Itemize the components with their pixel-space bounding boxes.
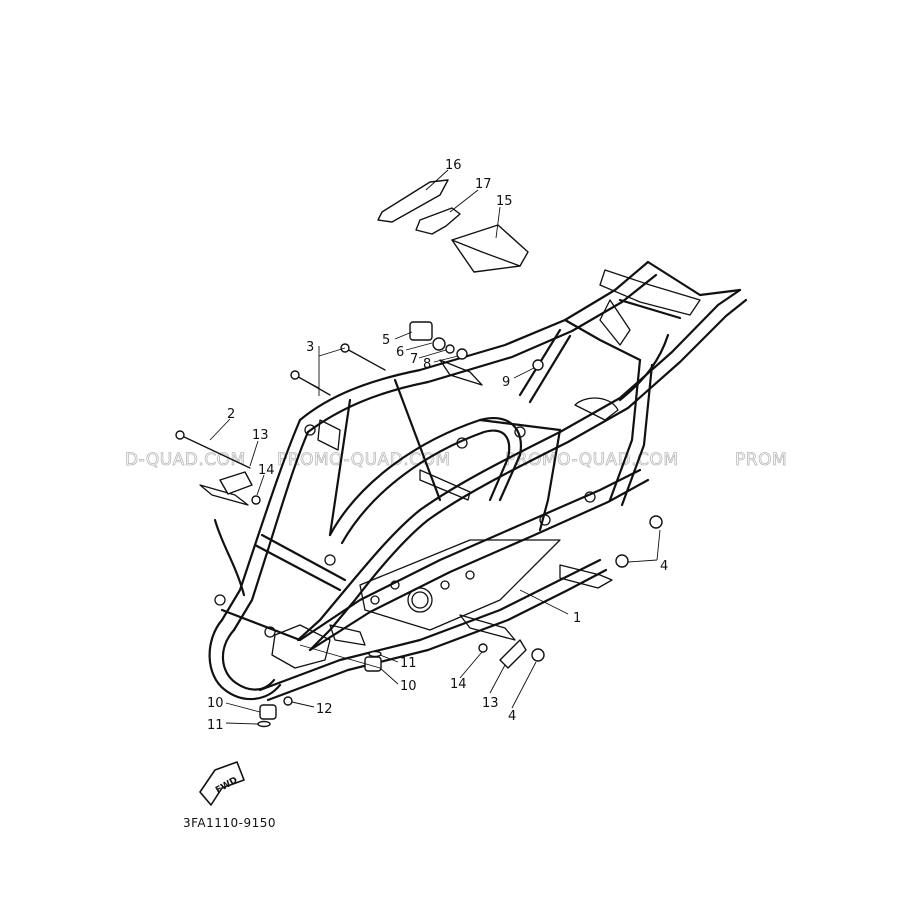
watermark-text: PROM <box>735 450 787 470</box>
callout-13: 13 <box>252 428 269 443</box>
callout-11: 11 <box>400 656 417 671</box>
part-5-bushing <box>409 321 433 341</box>
callout-14: 14 <box>450 677 467 692</box>
callout-6: 6 <box>396 345 404 360</box>
part-13-bracket-right <box>499 639 527 669</box>
callout-11: 11 <box>207 718 224 733</box>
part-14-bolt-left <box>251 495 261 505</box>
part-17-clip <box>415 207 461 235</box>
callout-labels: 1 2 3 4 4 5 6 7 8 9 10 10 11 11 12 13 13… <box>207 158 668 733</box>
part-8-nut <box>456 348 468 360</box>
part-12-bolt <box>283 696 293 706</box>
forward-arrow-icon: FWD <box>199 761 245 806</box>
callout-17: 17 <box>475 177 492 192</box>
part-4-nut-lower <box>615 554 629 568</box>
part-4-nut-upper <box>649 515 663 529</box>
callout-8: 8 <box>423 357 431 372</box>
part-13-bracket-left <box>219 471 253 495</box>
part-15-bag <box>451 224 529 273</box>
callout-10: 10 <box>400 679 417 694</box>
callout-13: 13 <box>482 696 499 711</box>
callout-9: 9 <box>502 375 510 390</box>
callout-4: 4 <box>508 709 516 724</box>
part-11-washer-right <box>368 650 382 658</box>
part-7-washer <box>445 344 455 354</box>
loose-parts <box>175 179 663 728</box>
part-6-collar <box>432 337 446 351</box>
callout-15: 15 <box>496 194 513 209</box>
part-9-nut <box>532 359 544 371</box>
callout-4: 4 <box>660 559 668 574</box>
part-10-damper-left <box>259 704 277 720</box>
callout-5: 5 <box>382 333 390 348</box>
callout-12: 12 <box>316 702 333 717</box>
callout-10: 10 <box>207 696 224 711</box>
watermark-row: D-QUAD.COM PROMO-QUAD.COM PROMO-QUAD.COM… <box>125 450 787 471</box>
part-4-nut-right <box>531 648 545 662</box>
callout-14: 14 <box>258 463 275 478</box>
part-2-bolt <box>179 434 251 469</box>
callout-7: 7 <box>410 352 418 367</box>
part-16-cover <box>377 179 449 223</box>
watermark-text: PROMO-QUAD.COM <box>505 450 679 470</box>
callout-3: 3 <box>306 340 314 355</box>
leader-lines <box>209 169 661 725</box>
part-3-bolt-upper <box>344 347 386 371</box>
callout-1: 1 <box>573 611 581 626</box>
callout-16: 16 <box>445 158 462 173</box>
watermark-text: D-QUAD.COM <box>125 450 246 470</box>
callout-2: 2 <box>227 407 235 422</box>
drawing-code: 3FA1110-9150 <box>183 816 276 830</box>
part-14-bolt-right <box>478 643 488 653</box>
part-11-washer-left <box>257 720 271 728</box>
frame-assembly <box>199 260 748 702</box>
